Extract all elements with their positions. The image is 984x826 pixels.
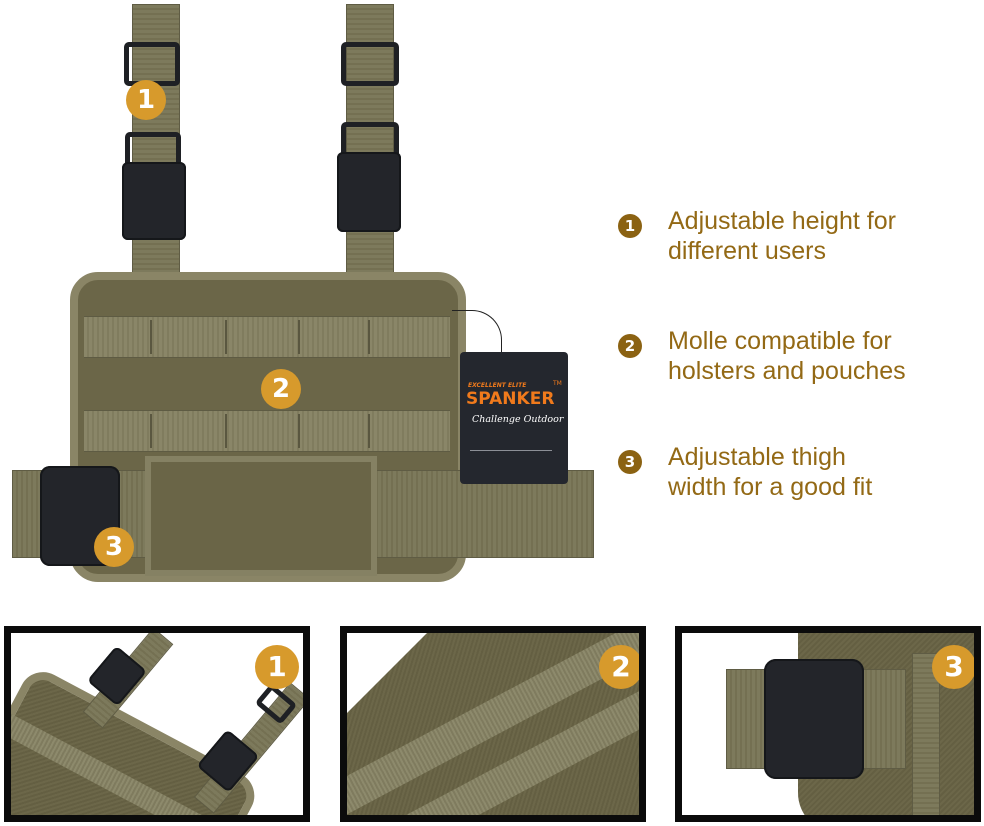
tag-brand-name: SPANKER [466,389,555,409]
feature-text-line: Adjustable thigh [668,443,846,471]
lower-pocket [145,456,377,576]
tag-trademark: TM [553,380,562,387]
feature-number-icon: 1 [618,214,642,238]
tag-slogan: Challenge Outdoor [472,414,564,425]
feature-text-line: different users [668,237,826,265]
brand-hang-tag: EXCELLENT ELITE SPANKER TM Challenge Out… [460,352,568,484]
feature-item-1: 1 Adjustable height for different users [618,206,896,266]
tag-string [452,310,502,360]
feature-item-3: 3 Adjustable thigh width for a good fit [618,442,872,502]
tag-brand-tagline: EXCELLENT ELITE [468,382,527,389]
feature-text-line: Adjustable height for [668,207,896,235]
molle-tack [225,414,227,448]
thumb-thigh-buckle [764,659,864,779]
molle-row-1 [84,316,450,358]
callout-badge-3: 3 [94,527,134,567]
right-ladder-slider [341,42,399,86]
detail-thumbnail-2: 2 [340,626,646,822]
left-ladder-slider [124,42,180,86]
left-strap-buckle [122,162,186,240]
detail-thumbnail-1: 1 [4,626,310,822]
molle-tack [298,414,300,448]
thumb-badge-1: 1 [255,645,299,689]
molle-row-2 [84,410,450,452]
molle-tack [298,320,300,354]
callout-badge-1: 1 [126,80,166,120]
feature-number-icon: 2 [618,334,642,358]
molle-tack [150,320,152,354]
molle-tack [225,320,227,354]
callout-badge-2: 2 [261,369,301,409]
feature-number-icon: 3 [618,450,642,474]
feature-text-line: width for a good fit [668,473,873,501]
feature-text: Adjustable height for different users [668,206,896,266]
thumb-badge-2: 2 [599,645,639,689]
molle-tack [368,320,370,354]
right-strap-buckle [337,152,401,232]
thumb-badge-3: 3 [932,645,974,689]
detail-thumbnail-3: 3 [675,626,981,822]
tag-divider [470,450,552,451]
molle-tack [368,414,370,448]
product-photo: EXCELLENT ELITE SPANKER TM Challenge Out… [0,0,610,600]
feature-text-line: Molle compatible for [668,327,892,355]
feature-text-line: holsters and pouches [668,357,906,385]
feature-text: Molle compatible for holsters and pouche… [668,326,906,386]
feature-item-2: 2 Molle compatible for holsters and pouc… [618,326,906,386]
feature-text: Adjustable thigh width for a good fit [668,442,872,502]
molle-tack [150,414,152,448]
